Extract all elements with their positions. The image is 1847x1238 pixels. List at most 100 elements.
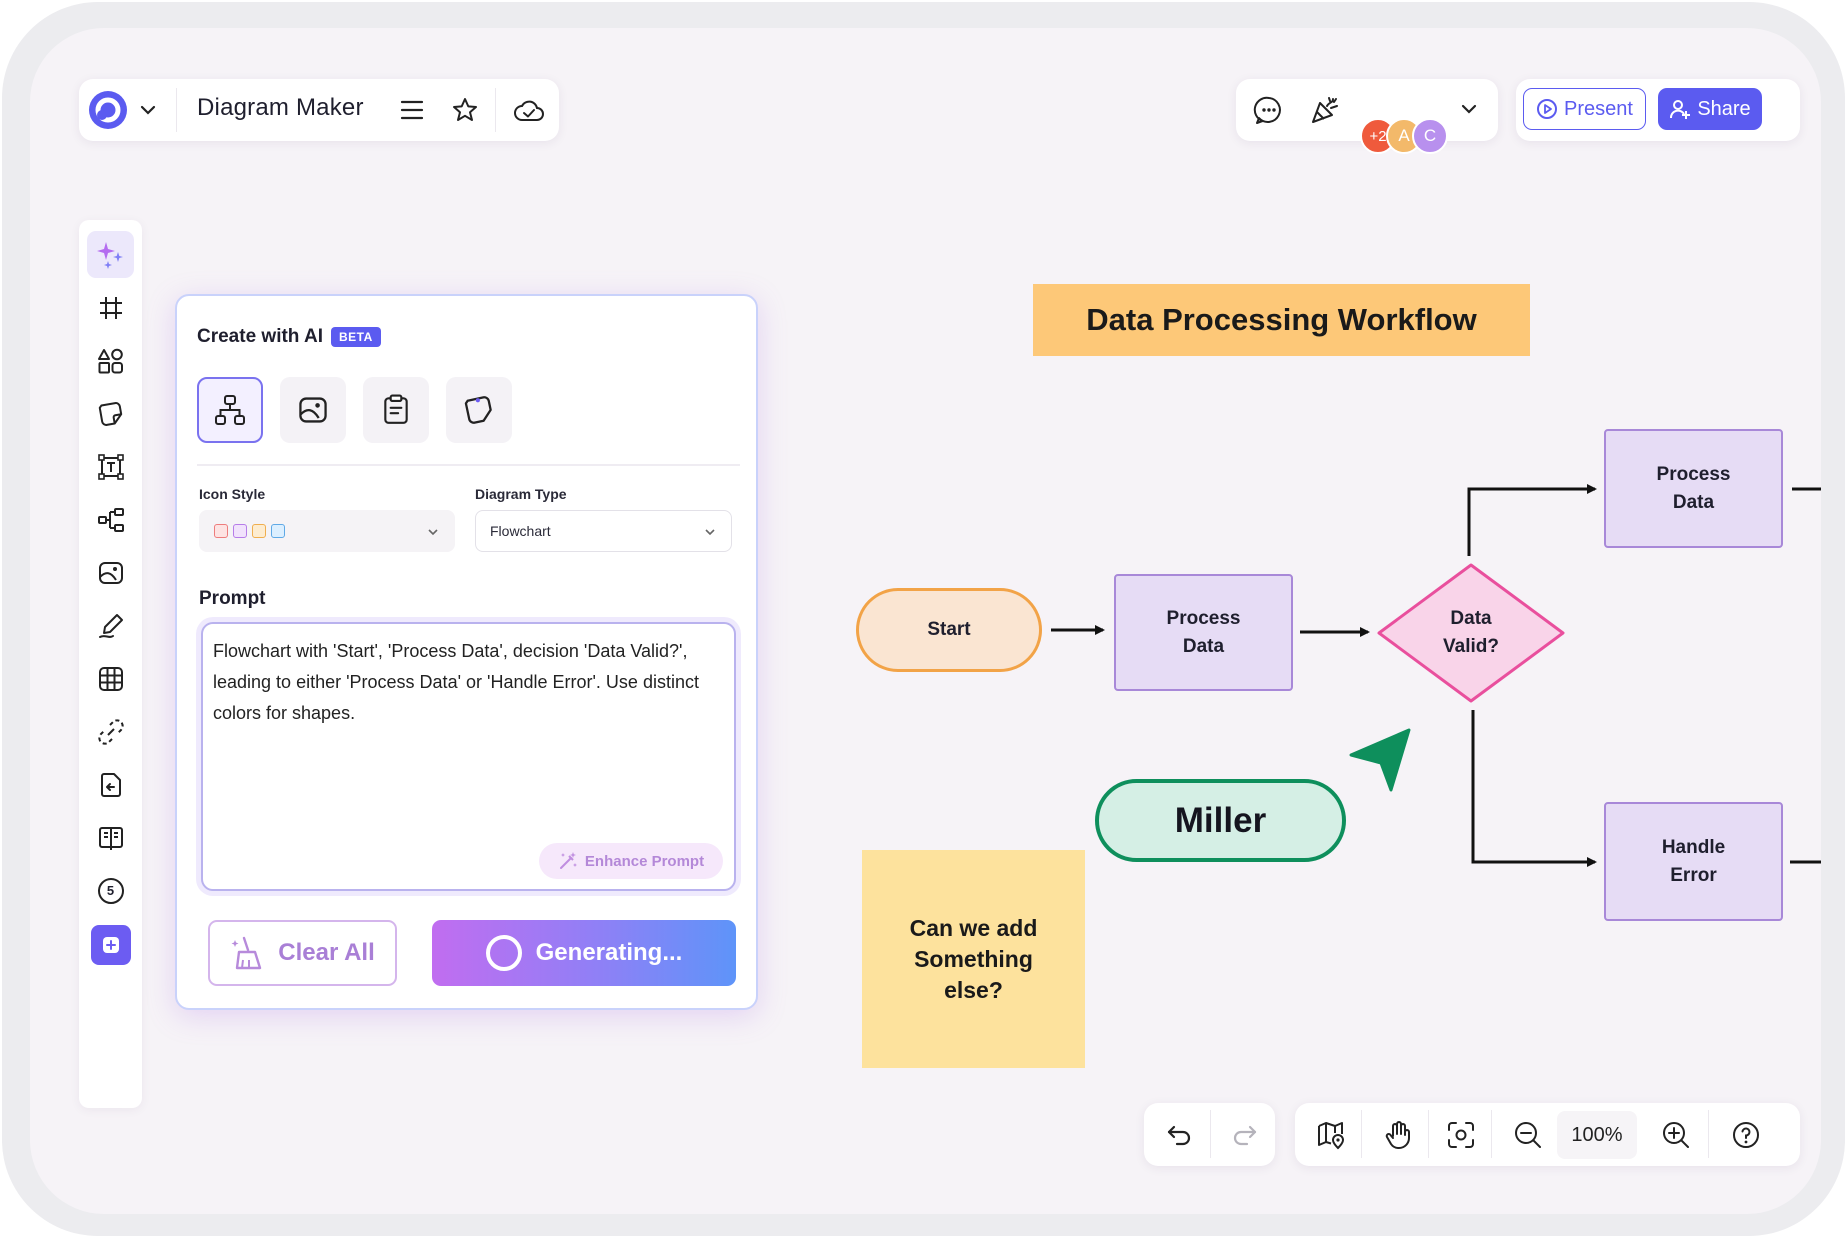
title-toolbar	[79, 79, 559, 141]
mode-image[interactable]	[280, 377, 346, 443]
sidebar-item-shapes[interactable]	[87, 337, 134, 384]
star-icon[interactable]	[448, 93, 482, 127]
chevron-down-icon	[703, 525, 717, 539]
sidebar-item-ai[interactable]	[87, 231, 134, 278]
broken-link-icon	[97, 718, 125, 746]
sticky-note-text: Can we add Something else?	[910, 913, 1038, 1006]
mindmap-icon	[97, 506, 125, 534]
comments-icon[interactable]	[1250, 91, 1288, 129]
app-menu-chevron-icon[interactable]	[134, 96, 162, 124]
toolbar-divider	[176, 88, 177, 132]
cloud-saved-icon[interactable]	[510, 92, 548, 128]
sidebar-item-import[interactable]	[87, 761, 134, 808]
add-user-icon	[1669, 98, 1691, 120]
prompt-textarea[interactable]: Flowchart with 'Start', 'Process Data', …	[201, 622, 736, 891]
fit-to-screen-button[interactable]	[1433, 1103, 1489, 1166]
mode-flowchart[interactable]	[197, 377, 263, 443]
generate-label: Generating...	[535, 939, 683, 966]
sticky-note[interactable]: Can we add Something else?	[862, 850, 1085, 1068]
chevron-down-icon	[426, 525, 440, 539]
sidebar-item-table[interactable]	[87, 655, 134, 702]
zoom-in-button[interactable]	[1648, 1103, 1704, 1166]
view-divider	[1491, 1110, 1492, 1158]
mode-document[interactable]	[363, 377, 429, 443]
help-icon	[1731, 1120, 1761, 1150]
sticky-line-1: Can we add	[909, 914, 1038, 941]
zoom-out-button[interactable]	[1500, 1103, 1556, 1166]
focus-frame-icon	[1446, 1120, 1476, 1150]
sparkles-icon	[95, 239, 127, 271]
sticky-line-2: Something	[914, 945, 1033, 972]
avatar-c[interactable]: C	[1412, 118, 1448, 154]
app-screen: Diagram Maker +2 A C Present Share	[30, 28, 1821, 1214]
present-button[interactable]: Present	[1523, 88, 1646, 130]
minimap-button[interactable]	[1303, 1103, 1359, 1166]
enhance-prompt-button[interactable]: Enhance Prompt	[539, 843, 723, 879]
numbered-circle-icon: 5	[97, 877, 124, 904]
hand-icon	[1383, 1120, 1413, 1150]
document-icon	[381, 394, 411, 426]
zoom-level[interactable]: 100%	[1557, 1111, 1637, 1159]
menu-icon[interactable]	[396, 94, 428, 126]
celebrate-icon[interactable]	[1306, 91, 1344, 129]
text-box-icon	[97, 453, 125, 481]
redo-button[interactable]	[1216, 1103, 1272, 1166]
help-button[interactable]	[1718, 1103, 1774, 1166]
undo-button[interactable]	[1152, 1103, 1208, 1166]
diagram-title-box[interactable]: Data Processing Workflow	[1033, 284, 1530, 356]
icon-style-swatches	[214, 524, 285, 538]
sticky-line-3: else?	[944, 976, 1003, 1003]
enhance-prompt-label: Enhance Prompt	[584, 852, 705, 870]
share-label: Share	[1697, 97, 1751, 120]
view-divider	[1708, 1110, 1709, 1158]
diagram-type-select[interactable]: Flowchart	[475, 510, 732, 552]
sidebar-item-frame[interactable]	[87, 284, 134, 331]
app-logo-icon[interactable]	[86, 88, 130, 132]
handle-error-line-1: Handle	[1661, 836, 1726, 858]
view-toolbar	[1295, 1103, 1800, 1166]
present-label: Present	[1564, 97, 1633, 120]
process-data-line-1: Process	[1166, 607, 1241, 629]
sidebar-item-pen[interactable]	[87, 602, 134, 649]
hash-icon	[97, 294, 125, 322]
clear-all-button[interactable]: Clear All	[208, 920, 397, 986]
sidebar-item-badge[interactable]: 5	[87, 867, 134, 914]
process-data-2-line-1: Process	[1656, 463, 1731, 485]
table-icon	[97, 665, 125, 693]
share-button[interactable]: Share	[1658, 88, 1762, 130]
icon-style-select[interactable]	[199, 510, 455, 552]
view-divider	[1428, 1110, 1429, 1158]
sidebar-item-image[interactable]	[87, 549, 134, 596]
sidebar-item-sticky[interactable]	[87, 390, 134, 437]
sidebar-item-more[interactable]	[87, 921, 134, 968]
prompt-label: Prompt	[199, 588, 266, 609]
start-node[interactable]: Start	[856, 588, 1042, 672]
collaborators-chevron-icon[interactable]	[1454, 94, 1484, 124]
mode-sticky[interactable]	[446, 377, 512, 443]
sidebar-item-templates[interactable]	[87, 814, 134, 861]
zoom-in-icon	[1661, 1120, 1691, 1150]
sidebar-item-link[interactable]	[87, 708, 134, 755]
pen-icon	[97, 612, 125, 640]
image-icon	[297, 394, 329, 426]
zoom-out-icon	[1513, 1120, 1543, 1150]
sticky-note-icon	[463, 394, 495, 426]
sidebar-item-mindmap[interactable]	[87, 496, 134, 543]
sidebar-item-text[interactable]	[87, 443, 134, 490]
document-title[interactable]: Diagram Maker	[197, 94, 364, 121]
generate-button[interactable]: Generating...	[432, 920, 736, 986]
collaborator-cursor-icon	[1345, 725, 1415, 795]
swatch-purple	[233, 524, 247, 538]
panel-divider	[197, 464, 740, 466]
decision-diamond-shape	[1377, 563, 1565, 703]
play-circle-icon	[1536, 98, 1558, 120]
pan-button[interactable]	[1370, 1103, 1426, 1166]
